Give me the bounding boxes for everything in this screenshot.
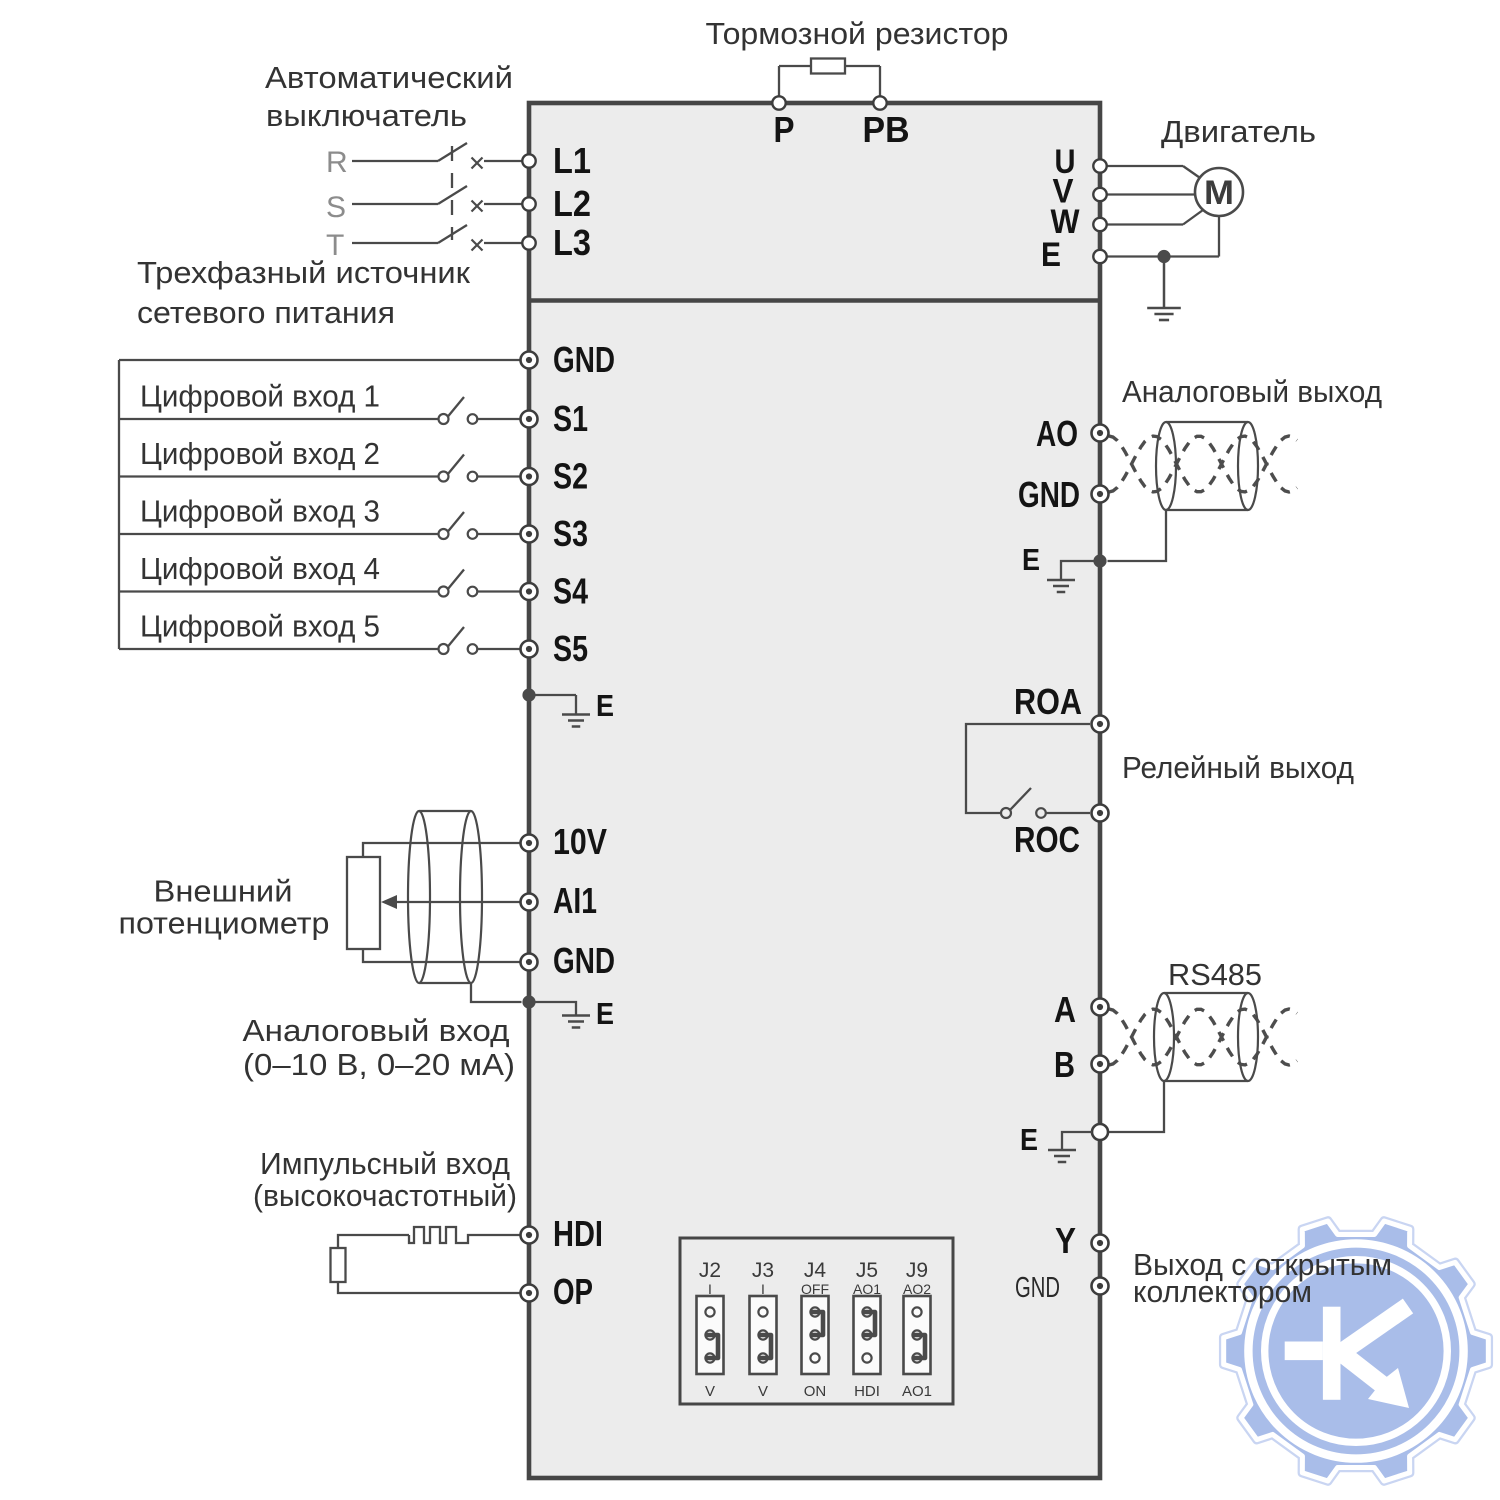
svg-text:P: P [774,109,795,150]
svg-text:ROC: ROC [1014,819,1080,860]
svg-text:J2: J2 [699,1259,721,1282]
svg-text:HDI: HDI [553,1213,603,1254]
svg-text:S: S [326,191,346,224]
svg-text:V: V [758,1383,768,1400]
svg-text:Цифровой вход 5: Цифровой вход 5 [140,609,380,644]
svg-text:AI1: AI1 [553,880,597,921]
svg-text:AO1: AO1 [853,1281,881,1297]
svg-text:(высокочастотный): (высокочастотный) [253,1178,517,1213]
svg-text:AO2: AO2 [903,1281,931,1297]
svg-text:Аналоговый выход: Аналоговый выход [1122,374,1382,409]
svg-text:Релейный выход: Релейный выход [1122,750,1354,785]
svg-text:сетевого питания: сетевого питания [137,295,395,330]
svg-text:GND: GND [553,339,615,380]
svg-text:Трехфазный источник: Трехфазный источник [137,255,470,290]
svg-text:Y: Y [1055,1220,1076,1261]
svg-text:выключатель: выключатель [266,98,467,133]
svg-text:Аналоговый вход: Аналоговый вход [243,1013,510,1048]
svg-text:J4: J4 [804,1259,827,1282]
svg-text:E: E [596,688,614,723]
svg-text:потенциометр: потенциометр [119,906,330,941]
svg-text:J3: J3 [752,1259,774,1282]
svg-text:L1: L1 [553,140,591,181]
svg-text:E: E [1022,542,1040,577]
svg-text:Автоматический: Автоматический [265,60,513,95]
svg-text:L3: L3 [553,222,591,263]
svg-text:RS485: RS485 [1168,957,1262,992]
svg-text:A: A [1054,989,1076,1030]
svg-text:U: U [1055,143,1076,181]
svg-text:W: W [1051,203,1081,241]
svg-text:Двигатель: Двигатель [1161,114,1316,149]
svg-text:GND: GND [1018,474,1080,515]
svg-text:Импульсный вход: Импульсный вход [260,1146,510,1181]
svg-text:E: E [1041,236,1061,274]
svg-text:I: I [708,1281,712,1297]
svg-text:Цифровой вход 4: Цифровой вход 4 [140,551,380,586]
svg-text:ON: ON [804,1383,827,1400]
svg-text:AO: AO [1036,413,1078,454]
svg-text:S3: S3 [553,513,588,554]
svg-text:L2: L2 [553,183,591,224]
svg-text:V: V [705,1383,715,1400]
svg-text:V: V [1053,173,1074,211]
svg-text:10V: 10V [553,821,607,862]
svg-text:GND: GND [553,940,615,981]
svg-text:S5: S5 [553,628,588,669]
svg-text:M: M [1204,174,1234,212]
svg-text:J9: J9 [906,1259,928,1282]
svg-text:ROA: ROA [1014,681,1082,722]
svg-text:GND: GND [1015,1272,1060,1304]
svg-text:PB: PB [863,109,910,150]
svg-text:AO1: AO1 [902,1383,932,1400]
svg-text:Цифровой вход 2: Цифровой вход 2 [140,436,380,471]
svg-text:Тормозной резистор: Тормозной резистор [706,16,1009,51]
svg-text:Выход с открытым: Выход с открытым [1133,1247,1392,1282]
svg-text:B: B [1054,1044,1075,1085]
svg-text:I: I [761,1281,765,1297]
svg-text:Внешний: Внешний [154,874,293,909]
svg-text:(0–10 В, 0–20 мА): (0–10 В, 0–20 мА) [243,1047,515,1082]
svg-text:коллектором: коллектором [1133,1274,1312,1309]
svg-text:E: E [596,996,614,1031]
svg-text:HDI: HDI [854,1383,880,1400]
svg-text:Цифровой вход 1: Цифровой вход 1 [140,379,380,414]
svg-text:OP: OP [553,1271,593,1312]
svg-text:S4: S4 [553,571,588,612]
svg-text:Цифровой вход 3: Цифровой вход 3 [140,494,380,529]
svg-text:J5: J5 [856,1259,878,1282]
svg-text:OFF: OFF [801,1281,829,1297]
svg-text:S2: S2 [553,456,588,497]
svg-text:R: R [326,146,348,179]
svg-text:T: T [326,229,344,262]
svg-text:S1: S1 [553,398,588,439]
svg-text:E: E [1020,1122,1038,1157]
